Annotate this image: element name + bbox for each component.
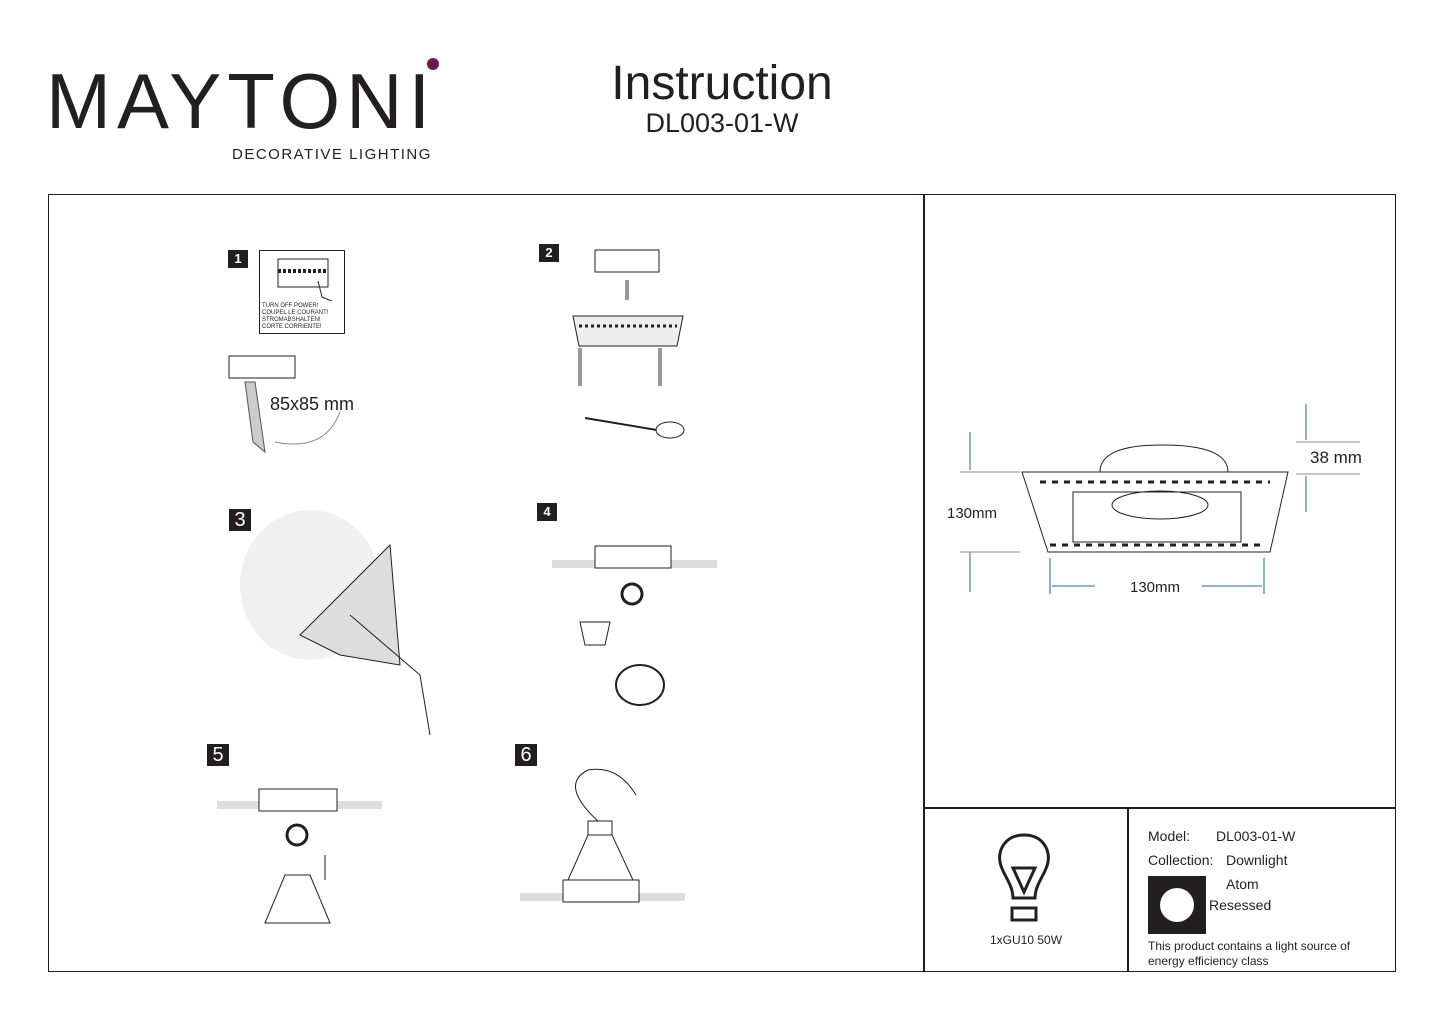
cutout-size: 85x85 mm (270, 394, 355, 414)
lamp-spec: 1xGU10 50W (990, 933, 1063, 947)
model-label: Model: (1148, 828, 1191, 844)
dimension-height: 38 mm (1310, 448, 1362, 467)
frame-mounting-illustration (572, 249, 685, 439)
bulb-install-illustration (552, 545, 717, 706)
step-5-badge: 5 (207, 744, 229, 766)
energy-note: This product contains a light source of … (1148, 939, 1351, 968)
brand-tagline: DECORATIVE LIGHTING (232, 146, 432, 163)
insert-bulb-illustration (217, 788, 382, 924)
divider (923, 194, 925, 972)
dimension-depth: 130mm (947, 505, 998, 522)
step-4-badge: 4 (537, 503, 557, 521)
step-2-badge: 2 (539, 244, 559, 262)
warning-text: STROMABSHALTEN! (262, 317, 321, 323)
step-6-badge: 6 (515, 744, 537, 766)
content-frame (48, 194, 1396, 972)
mount-type: Resessed (1209, 897, 1272, 913)
step-3-badge: 3 (229, 509, 251, 531)
brand-logo: MAYTONI (46, 57, 437, 145)
divider (1127, 807, 1129, 972)
warning-text: CORTE CORRIENTE! (262, 324, 322, 330)
lightbulb-icon (998, 833, 1050, 922)
model-value: DL003-01-W (1216, 828, 1296, 844)
collection-value: Downlight (1226, 852, 1288, 868)
logo-dot (427, 58, 439, 70)
collection-label: Collection: (1148, 852, 1214, 868)
dimension-drawing (960, 404, 1360, 594)
divider (924, 807, 1396, 809)
warning-text: COUPEL LE COURANT! (262, 310, 329, 316)
model-number: DL003-01-W (645, 108, 799, 138)
finished-install-illustration (520, 768, 685, 903)
step-1-badge: 1 (228, 250, 248, 268)
series-name: Atom (1226, 876, 1259, 892)
page-title: Instruction (611, 57, 833, 110)
breaker-panel-icon (277, 258, 333, 301)
saw-cutout-illustration (228, 355, 341, 454)
plastering-illustration (240, 510, 431, 736)
power-warning-box: TURN OFF POWER! COUPEL LE COURANT! STROM… (259, 250, 345, 334)
dimension-width: 130mm (1130, 579, 1181, 596)
recessed-type-icon (1148, 876, 1206, 934)
warning-text: TURN OFF POWER! (262, 303, 319, 309)
